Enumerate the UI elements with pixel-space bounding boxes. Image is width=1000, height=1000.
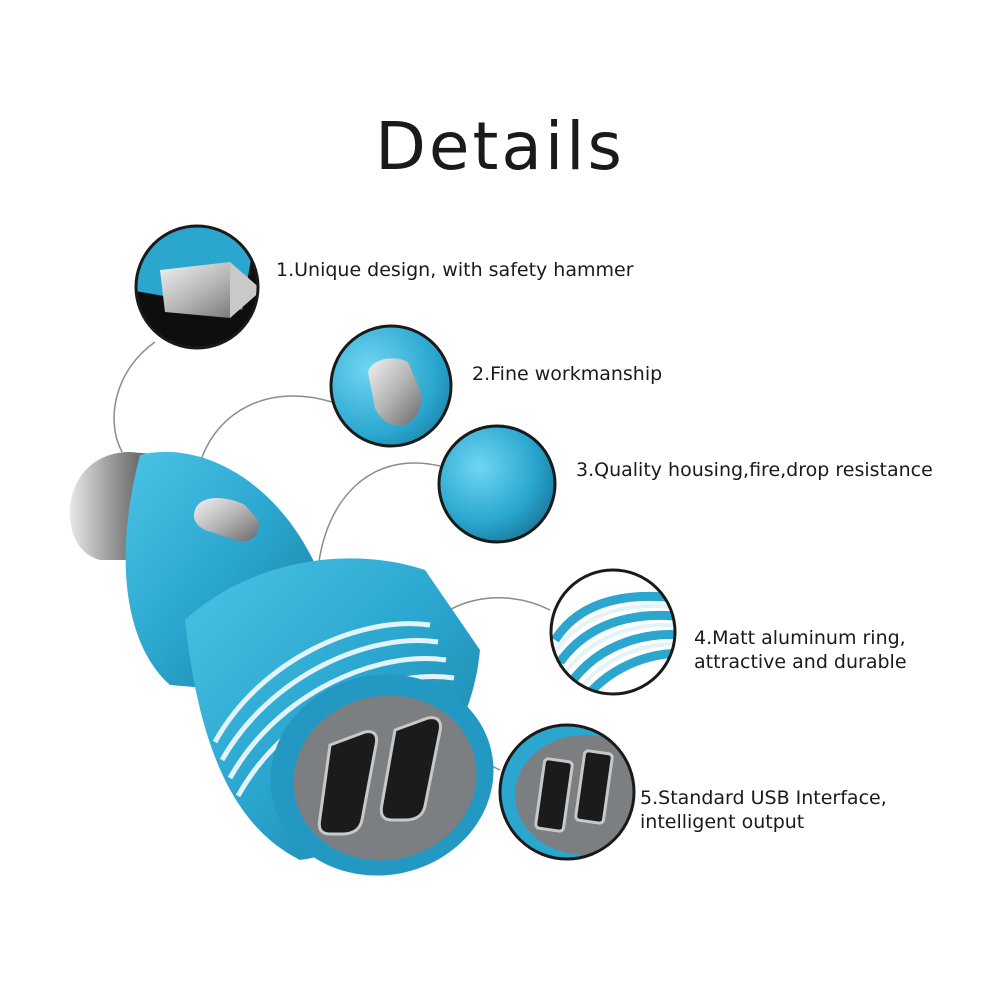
feature-3-line-1: 3.Quality housing,fire,drop resistance bbox=[576, 459, 933, 481]
feature-5-text: 5.Standard USB Interface, intelligent ou… bbox=[640, 786, 887, 834]
side-contact-pin bbox=[193, 498, 259, 542]
usb-port-right bbox=[379, 716, 442, 822]
feature-3-text: 3.Quality housing,fire,drop resistance bbox=[576, 458, 933, 482]
feature-4-text: 4.Matt aluminum ring, attractive and dur… bbox=[694, 626, 907, 674]
callout-quality-housing bbox=[437, 424, 557, 544]
leader-line-1 bbox=[113, 341, 156, 453]
usb-port-left bbox=[317, 730, 379, 836]
feature-5-line-1: 5.Standard USB Interface, bbox=[640, 787, 887, 809]
callout-safety-hammer bbox=[134, 224, 260, 350]
leader-line-3 bbox=[317, 462, 441, 571]
callout-aluminum-ring bbox=[549, 568, 677, 696]
page-title: Details bbox=[375, 108, 625, 185]
car-charger bbox=[69, 451, 494, 876]
callout-fine-workmanship bbox=[329, 324, 453, 448]
feature-4-line-1: 4.Matt aluminum ring, bbox=[694, 627, 906, 649]
feature-2-text: 2.Fine workmanship bbox=[472, 362, 662, 386]
feature-1-text: 1.Unique design, with safety hammer bbox=[276, 258, 634, 282]
callout-usb-interface bbox=[498, 723, 636, 861]
feature-5-line-2: intelligent output bbox=[640, 811, 805, 833]
feature-2-line-1: 2.Fine workmanship bbox=[472, 363, 663, 385]
feature-1-line-1: 1.Unique design, with safety hammer bbox=[276, 259, 634, 281]
feature-4-line-2: attractive and durable bbox=[694, 651, 907, 673]
leader-lines bbox=[113, 341, 551, 771]
usb-ports bbox=[317, 716, 442, 836]
